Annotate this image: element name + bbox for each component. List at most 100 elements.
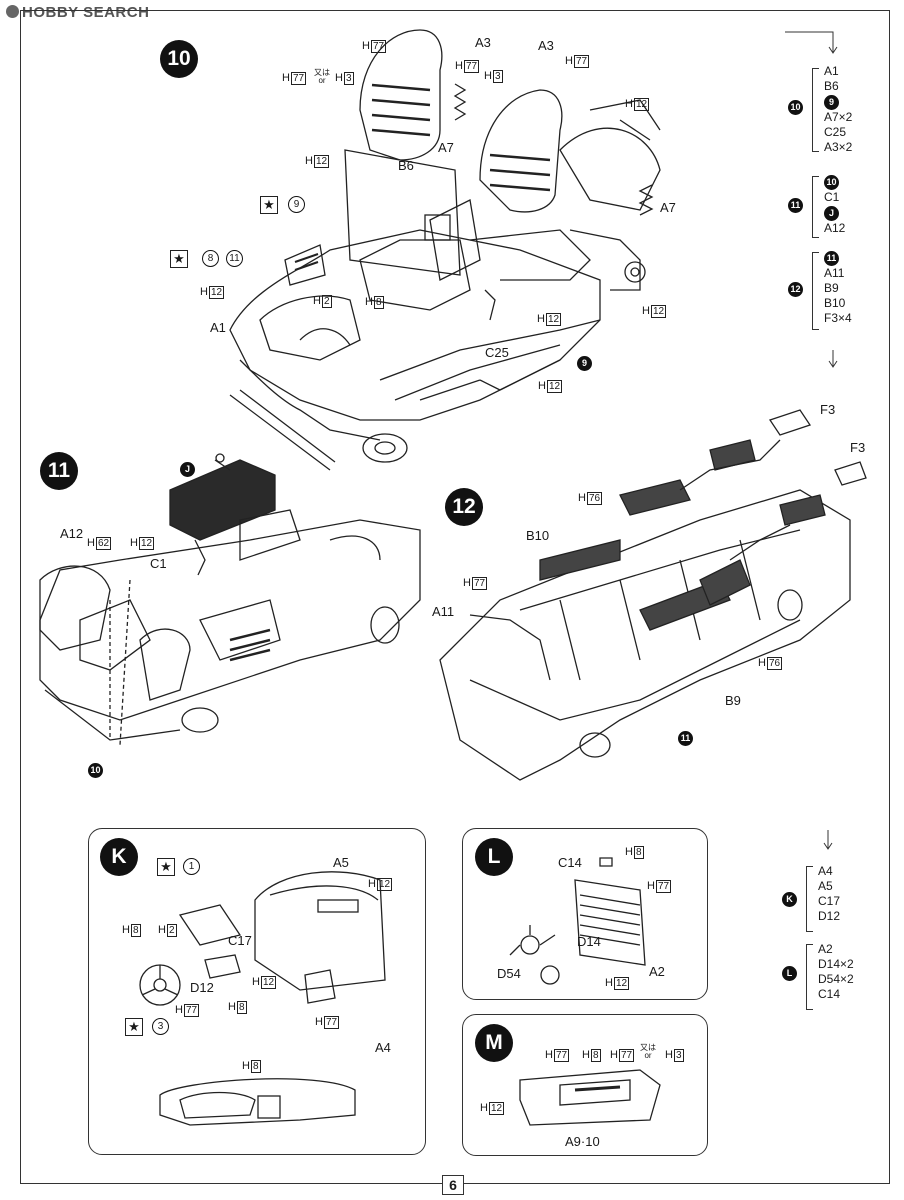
- parts-list-item: D12: [818, 909, 841, 923]
- parts-list-brace: [812, 252, 819, 330]
- step-number-10: 10: [160, 40, 198, 78]
- part-label-d14: D14: [577, 934, 601, 949]
- parts-list-item: 9: [824, 94, 852, 110]
- part-label-c25: C25: [485, 345, 509, 360]
- part-label-a3: A3: [475, 35, 491, 50]
- parts-list-step-l: L: [782, 966, 797, 981]
- step11-cockpit-drawing: [39, 453, 421, 746]
- parts-list-item: B10: [824, 296, 846, 310]
- parts-list-item: J: [824, 205, 845, 221]
- parts-list-brace: [806, 944, 813, 1010]
- part-label-a7: A7: [438, 140, 454, 155]
- ref-number: J: [824, 206, 839, 221]
- parts-list-item: A12: [824, 221, 846, 235]
- part-label-a2: A2: [649, 964, 665, 979]
- parts-list-item: A7×2: [824, 110, 853, 124]
- parts-list-brace: [812, 176, 819, 238]
- parts-list-step-11: 11: [788, 198, 803, 213]
- parts-list-step-12: 12: [788, 282, 803, 297]
- paint-star-icon: ★: [125, 1018, 143, 1036]
- parts-list-item: A2: [818, 942, 833, 956]
- part-label-a7: A7: [660, 200, 676, 215]
- paint-star-icon: ★: [170, 250, 188, 268]
- parts-list-step-10-items: A1 B6 9 A7×2 C25 A3×2: [824, 64, 852, 155]
- parts-list-item: B6: [824, 79, 839, 93]
- parts-list-step-l-items: A2 D14×2 D54×2 C14: [818, 942, 854, 1002]
- parts-list-item: D54×2: [818, 972, 854, 986]
- part-label-a4: A4: [375, 1040, 391, 1055]
- parts-list-brace: [812, 68, 819, 152]
- part-label-a11: A11: [432, 604, 455, 619]
- parts-list-item: B9: [824, 281, 839, 295]
- parts-list-step-11-items: 10 C1 J A12: [824, 174, 845, 236]
- paint-star-icon: ★: [157, 858, 175, 876]
- stepL-radiator-drawing: [509, 857, 646, 985]
- paint-ref-3: 3: [152, 1018, 169, 1035]
- stepK-dashboard-drawing: [139, 871, 386, 1126]
- step-number-12: 12: [445, 488, 483, 526]
- watermark-text: HOBBY SEARCH: [22, 4, 150, 21]
- watermark-logo: HOBBY SEARCH: [6, 4, 149, 21]
- step10-chassis-drawing: [229, 29, 661, 471]
- parts-list-item: A3×2: [824, 140, 853, 154]
- part-label-a1: A1: [210, 320, 226, 335]
- parts-list-item: C25: [824, 125, 847, 139]
- part-label-c14: C14: [558, 855, 582, 870]
- parts-list-item: A5: [818, 879, 833, 893]
- parts-list-item: C14: [818, 987, 841, 1001]
- parts-list-item: C1: [824, 190, 840, 204]
- part-label-a9-10: A9·10: [565, 1134, 600, 1149]
- parts-list-step-12-items: 11 A11 B9 B10 F3×4: [824, 250, 852, 326]
- ref-part-j: J: [180, 462, 195, 477]
- paint-star-icon: ★: [260, 196, 278, 214]
- part-label-d12: D12: [190, 980, 214, 995]
- parts-list-item: 11: [824, 250, 852, 266]
- ref-number: 11: [824, 251, 839, 266]
- parts-list-step-k: K: [782, 892, 797, 907]
- parts-list-item: A1: [824, 64, 839, 78]
- ref-number: 10: [824, 175, 839, 190]
- step-number-11: 11: [40, 452, 78, 490]
- paint-ref-9: 9: [288, 196, 305, 213]
- part-label-a12: A12: [60, 526, 84, 541]
- part-label-a3: A3: [538, 38, 554, 53]
- parts-list-item: C17: [818, 894, 841, 908]
- paint-ref-11: 11: [226, 250, 243, 267]
- step-letter-k: K: [100, 838, 138, 876]
- step-k-panel: [88, 828, 426, 1155]
- ref-sub-assembly-11: 11: [678, 731, 693, 746]
- step-letter-m: M: [475, 1024, 513, 1062]
- parts-list-step-k-items: A4 A5 C17 D12: [818, 864, 840, 924]
